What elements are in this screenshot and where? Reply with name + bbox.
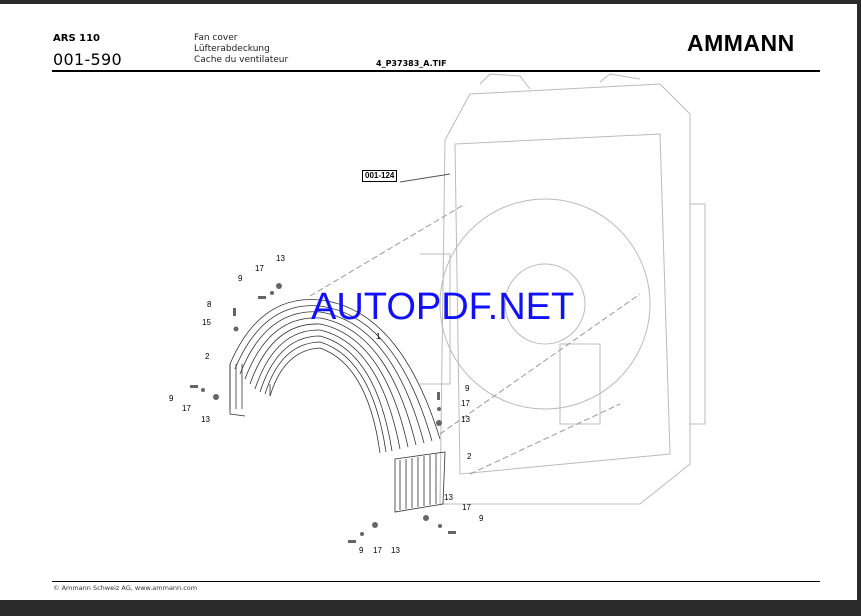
- callout: 9: [359, 546, 364, 555]
- lower-guard: [229, 364, 446, 513]
- callout: 17: [373, 546, 382, 555]
- radiator-assembly: [420, 73, 706, 505]
- callout: 2: [467, 452, 472, 461]
- reference-tag[interactable]: 001-124: [362, 170, 398, 182]
- callout: 13: [276, 254, 285, 263]
- callout: 17: [255, 264, 264, 273]
- catalog-page: ARS 110 001-590 Fan cover Lüfterabdeckun…: [0, 4, 857, 600]
- title-fr: Cache du ventilateur: [194, 55, 289, 65]
- leader-lines: [309, 173, 641, 475]
- callout: 13: [461, 415, 470, 424]
- machine-model: ARS 110: [53, 33, 100, 44]
- callout: 9: [479, 514, 484, 523]
- watermark: AUTOPDF.NET: [311, 286, 575, 328]
- callout: 9: [465, 384, 470, 393]
- callout: 17: [461, 399, 470, 408]
- callout: 2: [205, 352, 210, 361]
- page-code: 001-590: [53, 50, 122, 69]
- callout: 13: [201, 415, 210, 424]
- callout: 9: [169, 394, 174, 403]
- fan-guard: [229, 299, 441, 454]
- footer-divider: [52, 581, 820, 582]
- title-en: Fan cover: [194, 33, 238, 43]
- header-divider: [52, 70, 820, 72]
- callout: 13: [444, 493, 453, 502]
- exploded-view-drawing: [190, 73, 706, 543]
- callout: 17: [462, 503, 471, 512]
- callout: 9: [238, 274, 243, 283]
- ammann-logo: AMMANN: [687, 30, 795, 56]
- callout: 15: [202, 318, 211, 327]
- image-filename: 4_P37383_A.TIF: [376, 59, 447, 68]
- copyright: © Ammann Schweiz AG, www.ammann.com: [53, 584, 198, 592]
- callout: 13: [391, 546, 400, 555]
- callout: 8: [207, 300, 212, 309]
- fasteners: [190, 283, 456, 543]
- callout: 1: [376, 332, 381, 341]
- callout: 17: [182, 404, 191, 413]
- title-de: Lüfterabdeckung: [194, 44, 270, 54]
